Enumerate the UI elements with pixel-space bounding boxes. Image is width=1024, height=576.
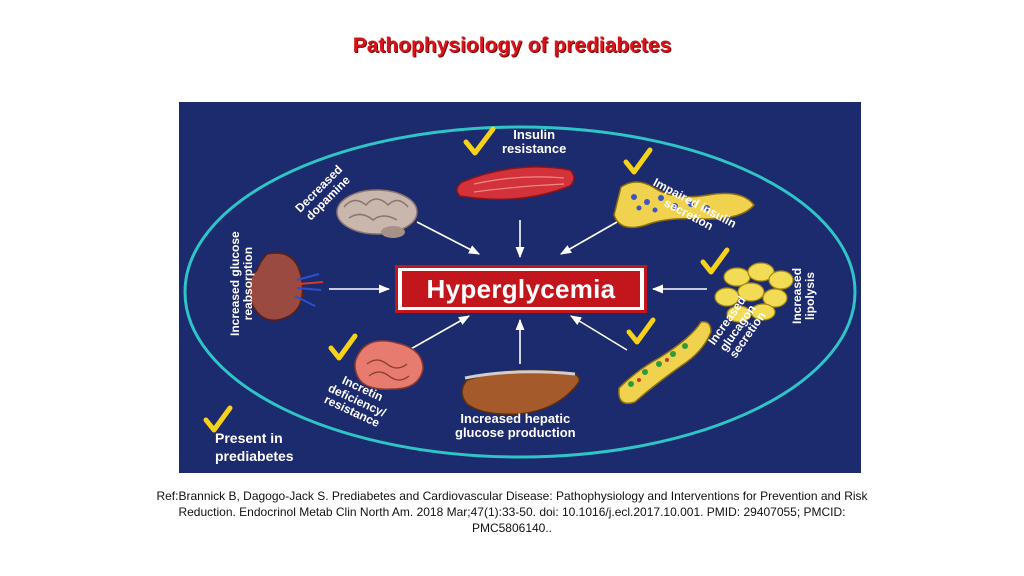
pancreas-icon [613, 181, 755, 229]
arrow-dopamine [416, 221, 480, 255]
fat-cells-icon [714, 262, 794, 323]
muscle-icon [456, 166, 575, 201]
check-legend-icon [203, 405, 233, 433]
reference-text: Ref:Brannick B, Dagogo-Jack S. Prediabet… [156, 489, 868, 535]
label-increased-glucose-reabsorption: Increased glucose reabsorption [228, 231, 255, 336]
pancreas-glucagon-icon [618, 320, 712, 405]
diagram-panel: Hyperglycemia Insulin resistance Impaire… [179, 102, 861, 473]
legend-present-in-prediabetes: Present in prediabetes [215, 430, 294, 464]
brain-icon [336, 189, 418, 238]
arrow-impaired-secretion [560, 221, 618, 255]
check-glucagon-icon [626, 317, 656, 345]
label-increased-lipolysis: Increased lipolysis [790, 267, 817, 324]
page-title: Pathophysiology of prediabetes [352, 34, 672, 57]
check-insulin-icon [463, 126, 496, 156]
arrows [329, 220, 707, 364]
liver-icon [461, 369, 580, 416]
hyperglycemia-label: Hyperglycemia [402, 271, 640, 307]
arrow-incretin [408, 315, 470, 351]
arrow-glucagon [570, 315, 628, 351]
hyperglycemia-box: Hyperglycemia [395, 265, 647, 313]
kidney-icon [248, 252, 324, 321]
diagram-ellipse [183, 125, 857, 459]
label-increased-hepatic-glucose-production: Increased hepatic glucose production [455, 411, 576, 440]
intestine-icon [354, 340, 424, 390]
check-impaired-secretion-icon [623, 147, 653, 175]
diagram-graphics [183, 125, 857, 459]
check-incretin-icon [328, 333, 358, 361]
check-lipolysis-icon [700, 247, 730, 275]
label-insulin-resistance: Insulin resistance [502, 127, 567, 156]
